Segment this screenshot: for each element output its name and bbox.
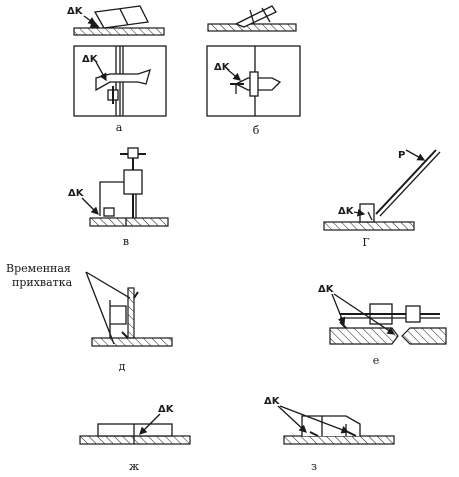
panel-a: ΔK ΔK а — [67, 5, 167, 134]
panel-b-caption: б — [253, 124, 260, 137]
panel-d-note-line2: прихватка — [12, 276, 73, 289]
panel-g: ΔK P Г — [323, 149, 441, 249]
panel-e: ΔK е — [318, 284, 447, 367]
panel-b: ΔK б — [206, 5, 301, 137]
panel-zh: ΔK ж — [79, 404, 191, 473]
panel-b-side-view — [207, 5, 297, 32]
panel-v-caption: в — [123, 235, 129, 248]
panel-g-marker: ΔK — [338, 206, 355, 217]
panel-d: Временная прихватка д — [6, 262, 173, 373]
panel-g-caption: Г — [362, 236, 369, 249]
panel-e-marker: ΔK — [318, 284, 335, 295]
panel-g-force-label: P — [398, 150, 405, 161]
panel-a-marker: ΔK — [67, 6, 84, 17]
panel-b-marker: ΔK — [214, 62, 231, 73]
panel-d-note-line1: Временная — [6, 262, 71, 275]
panel-z-caption: з — [311, 460, 317, 473]
panel-a-caption: а — [116, 121, 123, 134]
panel-z-marker: ΔK — [264, 396, 281, 407]
panel-v-marker: ΔK — [68, 188, 85, 199]
panel-zh-caption: ж — [129, 460, 139, 473]
panel-a-side-view: ΔK — [67, 5, 165, 36]
panel-b-top-view: ΔK — [206, 45, 301, 117]
panel-e-caption: е — [373, 354, 380, 367]
panel-d-caption: д — [119, 360, 126, 373]
panel-v: ΔK в — [68, 147, 169, 248]
panel-a-top-view: ΔK — [73, 45, 167, 117]
panel-a-top-marker: ΔK — [82, 54, 99, 65]
panel-z: ΔK з — [264, 396, 395, 473]
panel-zh-marker: ΔK — [158, 404, 175, 415]
